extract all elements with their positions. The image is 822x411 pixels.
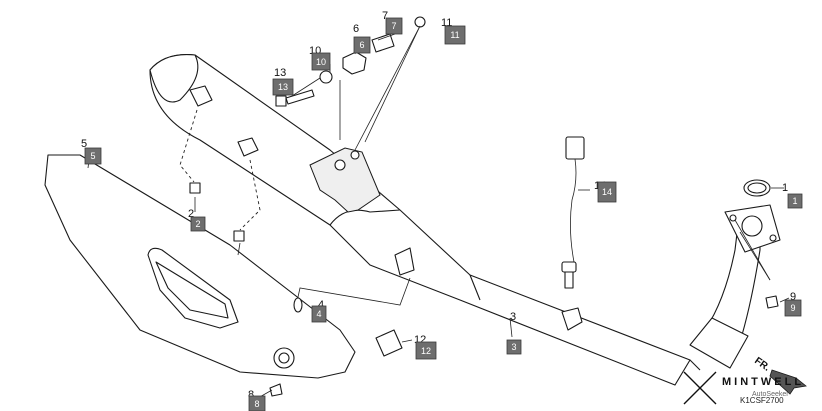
bolt-8 — [269, 383, 283, 397]
bolt-13 — [275, 89, 315, 107]
svg-text:8: 8 — [254, 399, 259, 409]
mounting-bracket — [309, 147, 381, 213]
callout-box-13: 13 — [272, 78, 294, 96]
callout-number-4: 4 — [318, 299, 324, 311]
svg-text:5: 5 — [90, 151, 95, 161]
front-direction-arrow: FR. — [752, 355, 807, 395]
callout-number-9: 9 — [790, 291, 796, 303]
callout-number-7: 7 — [382, 10, 388, 22]
callout-box-7: 7 — [385, 17, 403, 35]
svg-text:11: 11 — [450, 30, 459, 40]
callout-number-5: 5 — [81, 138, 87, 150]
callout-box-10: 10 — [311, 52, 331, 71]
svg-text:2: 2 — [195, 219, 200, 229]
svg-text:7: 7 — [391, 21, 396, 31]
brand-name: MINTWELL — [722, 376, 804, 388]
callout-number-8: 8 — [248, 389, 254, 401]
washer-4 — [293, 297, 303, 313]
bolt-9 — [765, 295, 779, 309]
nut-6 — [342, 51, 367, 75]
callout-box-4: 4 — [311, 305, 327, 323]
callout-box-14: 14 — [597, 181, 617, 203]
callout-box-1: 1 — [787, 193, 803, 209]
front-direction-label: FR. — [752, 355, 772, 373]
callout-number-6: 6 — [353, 23, 359, 35]
washer-10 — [319, 70, 333, 84]
svg-text:10: 10 — [316, 57, 326, 67]
washer-11 — [414, 16, 426, 28]
o2-sensor — [561, 136, 585, 289]
callout-box-3: 3 — [506, 339, 522, 355]
exhaust-pipe — [689, 204, 781, 369]
watermark-text: AutoSeeker — [752, 391, 789, 398]
callout-number-2: 2 — [188, 208, 194, 220]
svg-text:1: 1 — [792, 196, 797, 206]
svg-text:3: 3 — [511, 342, 516, 352]
callout-box-8: 8 — [248, 395, 266, 411]
collar-7 — [371, 33, 395, 53]
muffler-assembly — [149, 54, 701, 386]
callout-box-11: 11 — [444, 25, 466, 45]
callout-box-2: 2 — [190, 216, 206, 232]
svg-text:4: 4 — [316, 309, 321, 319]
arrow-icon — [769, 369, 807, 395]
svg-text:12: 12 — [421, 346, 431, 356]
cushion-12 — [375, 329, 403, 357]
diagram-code: K1CSF2700 — [740, 396, 784, 405]
mount-rubbers — [189, 85, 415, 276]
callout-number-13: 13 — [274, 67, 286, 79]
svg-text:14: 14 — [602, 187, 612, 197]
svg-text:6: 6 — [359, 40, 364, 50]
gasket — [743, 179, 771, 197]
callout-number-11: 11 — [441, 17, 452, 29]
callout-box-9: 9 — [784, 299, 802, 317]
callout-number-3: 3 — [510, 311, 516, 323]
callout-number-1: 1 — [782, 182, 788, 194]
svg-text:9: 9 — [790, 303, 795, 313]
callout-box-6: 6 — [353, 36, 371, 54]
callout-box-5: 5 — [84, 147, 102, 165]
brand-logo — [683, 371, 717, 405]
callout-box-12: 12 — [415, 341, 437, 360]
assembly-guide-lines — [179, 109, 261, 231]
svg-text:13: 13 — [278, 82, 288, 92]
